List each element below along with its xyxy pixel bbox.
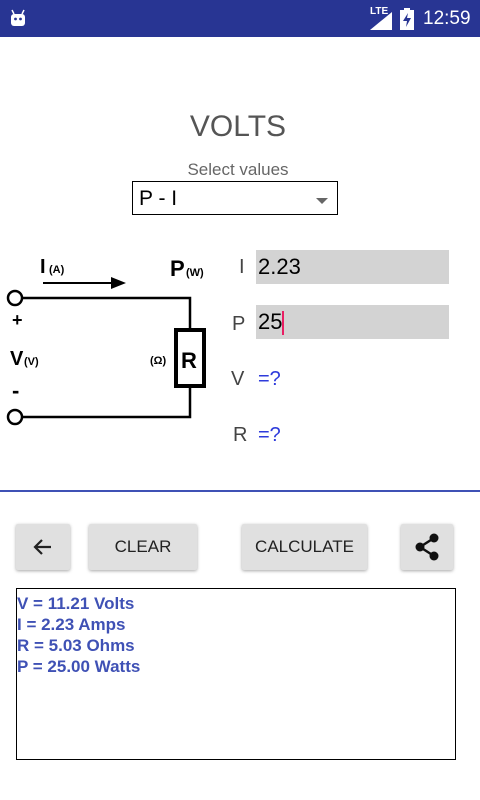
resistor-letter: R [181, 348, 197, 373]
resistance-result-value: =? [258, 424, 281, 446]
results-output: V = 11.21 Volts I = 2.23 Amps R = 5.03 O… [16, 588, 456, 760]
battery-charging-icon [400, 8, 414, 30]
output-current: I = 2.23 Amps [17, 615, 126, 634]
android-icon [11, 9, 25, 26]
circuit-diagram: I (A) P (W) + V (V) - R (Ω) [6, 256, 206, 426]
power-unit: (W) [186, 267, 204, 279]
power-input[interactable]: 25 [256, 305, 449, 339]
voltage-result-value: =? [258, 368, 281, 390]
top-wire [15, 296, 192, 330]
status-bar: LTE 12:59 [0, 0, 480, 37]
current-input[interactable]: 2.23 [256, 250, 449, 284]
page-title: VOLTS [189, 110, 287, 143]
share-icon [415, 533, 439, 561]
power-label: P [170, 256, 185, 281]
voltage-label: V [10, 348, 24, 370]
divider [0, 490, 480, 492]
output-power: P = 25.00 Watts [17, 657, 141, 676]
values-dropdown[interactable]: P - I [132, 181, 338, 215]
voltage-result-label: V [231, 368, 245, 390]
back-button[interactable] [16, 524, 70, 570]
output-resistance: R = 5.03 Ohms [17, 636, 135, 655]
dropdown-value: P - I [139, 187, 178, 210]
output-voltage: V = 11.21 Volts [17, 594, 135, 613]
current-arrowhead-icon [111, 277, 126, 289]
arrow-left-icon [33, 539, 51, 555]
share-button[interactable] [401, 524, 453, 570]
current-unit: (A) [49, 264, 65, 276]
minus-sign: - [12, 378, 19, 403]
text-cursor [282, 311, 285, 336]
bottom-wire [15, 386, 192, 419]
voltage-unit: (V) [24, 356, 39, 368]
resistor-symbol [174, 328, 206, 388]
select-label: Select values [187, 160, 289, 179]
ohm-unit: (Ω) [150, 355, 166, 367]
plus-sign: + [12, 310, 23, 330]
power-input-label: P [232, 313, 246, 335]
calculate-button[interactable]: CALCULATE [242, 524, 367, 570]
top-terminal [6, 289, 24, 307]
dropdown-arrow-icon [316, 198, 328, 204]
network-type: LTE [370, 6, 389, 17]
power-input-value: 25 [258, 309, 283, 334]
clear-button[interactable]: CLEAR [89, 524, 197, 570]
current-input-label: I [239, 256, 245, 278]
current-label: I [40, 256, 46, 278]
resistance-result-label: R [233, 424, 248, 446]
bottom-terminal [6, 408, 24, 426]
clock: 12:59 [423, 8, 471, 29]
signal-icon [370, 12, 392, 30]
